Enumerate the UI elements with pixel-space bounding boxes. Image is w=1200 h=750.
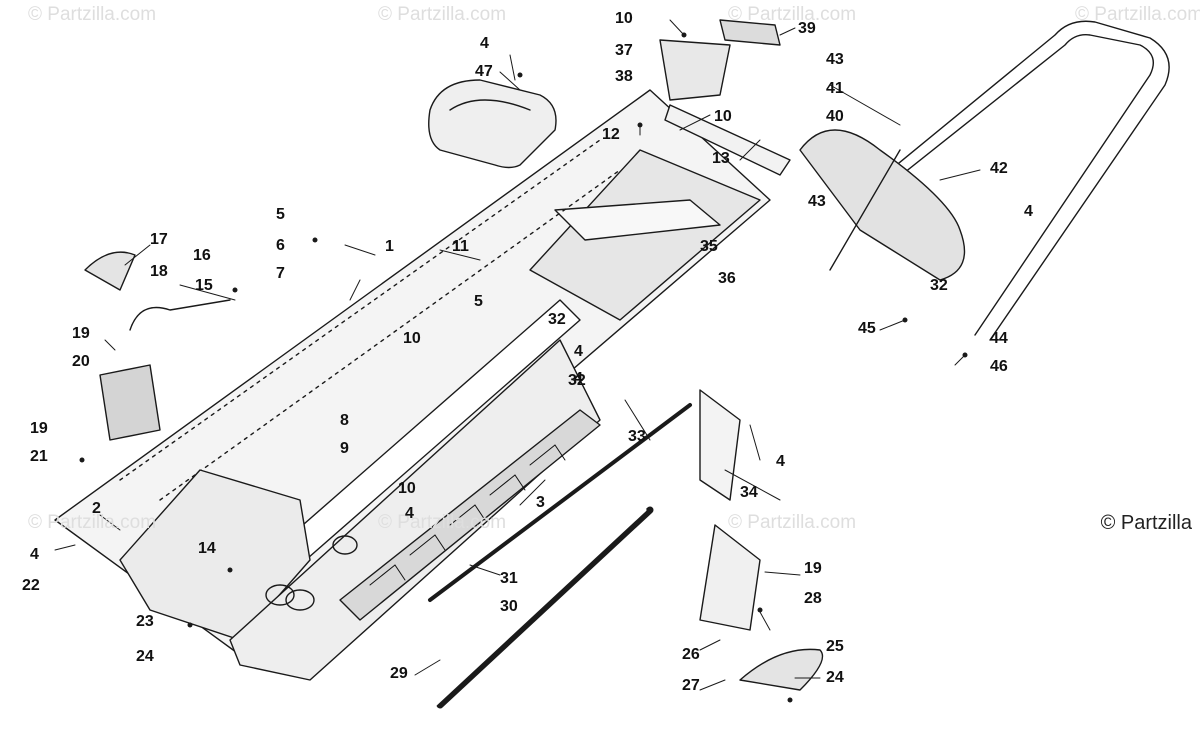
rear-bracket — [659, 19, 791, 176]
callout-4: 4 — [574, 343, 583, 360]
callout-6: 6 — [276, 237, 285, 254]
callout-17: 17 — [150, 231, 168, 248]
callout-30: 30 — [500, 598, 518, 615]
footrest — [699, 389, 824, 691]
callout-42: 42 — [990, 160, 1008, 177]
callout-10: 10 — [615, 10, 633, 27]
long-shafts — [428, 403, 692, 709]
hardware-dots — [79, 32, 968, 703]
callout-40: 40 — [826, 108, 844, 125]
callout-32: 32 — [568, 372, 586, 389]
callout-13: 13 — [712, 150, 730, 167]
callout-3: 3 — [536, 494, 545, 511]
callout-34: 34 — [740, 484, 758, 501]
callout-29: 29 — [390, 665, 408, 682]
callout-8: 8 — [340, 412, 349, 429]
watermark-text: © Partzilla.com — [728, 4, 857, 25]
callout-15: 15 — [195, 277, 213, 294]
watermark-text: © Partzilla.com — [1075, 4, 1200, 25]
callout-31: 31 — [500, 570, 518, 587]
callout-39: 39 — [798, 20, 816, 37]
callout-24: 24 — [136, 648, 154, 665]
rail-grille — [339, 409, 601, 621]
callout-24: 24 — [826, 669, 844, 686]
callout-7: 7 — [276, 265, 285, 282]
leader-lines — [54, 19, 981, 691]
watermark-text: © Partzilla.com — [378, 512, 507, 533]
callout-33: 33 — [628, 428, 646, 445]
callout-10: 10 — [714, 108, 732, 125]
watermark-text: © Partzilla.com — [378, 4, 507, 25]
callout-4: 4 — [574, 370, 583, 387]
callout-19: 19 — [30, 420, 48, 437]
callout-27: 27 — [682, 677, 700, 694]
callout-12: 12 — [602, 126, 620, 143]
callout-41: 41 — [826, 80, 844, 97]
callout-11: 11 — [452, 238, 469, 255]
watermark-text: © Partzilla.com — [728, 512, 857, 533]
seat — [428, 79, 557, 169]
rear-bumper — [859, 20, 1170, 341]
callout-22: 22 — [22, 577, 40, 594]
callout-20: 20 — [72, 353, 90, 370]
callout-4: 4 — [30, 546, 39, 563]
callout-43: 43 — [826, 51, 844, 68]
callout-21: 21 — [30, 448, 48, 465]
callout-25: 25 — [826, 638, 844, 655]
callout-46: 46 — [990, 358, 1008, 375]
left-side-panel — [119, 339, 601, 681]
callout-35: 35 — [700, 238, 718, 255]
callout-16: 16 — [193, 247, 211, 264]
callout-9: 9 — [340, 440, 349, 457]
callout-37: 37 — [615, 42, 633, 59]
callout-28: 28 — [804, 590, 822, 607]
callout-26: 26 — [682, 646, 700, 663]
callout-4: 4 — [480, 35, 489, 52]
callout-36: 36 — [718, 270, 736, 287]
watermark-text: © Partzilla.com — [28, 512, 157, 533]
callout-1: 1 — [385, 238, 394, 255]
rear-flap — [799, 129, 966, 281]
callout-18: 18 — [150, 263, 168, 280]
callout-38: 38 — [615, 68, 633, 85]
callout-14: 14 — [198, 540, 216, 557]
watermark-text: © Partzilla.com — [28, 4, 157, 25]
callout-5: 5 — [276, 206, 285, 223]
callout-45: 45 — [858, 320, 876, 337]
front-bumper-parts — [84, 251, 231, 441]
callout-4: 4 — [1024, 203, 1033, 220]
callout-23: 23 — [136, 613, 154, 630]
callout-19: 19 — [804, 560, 822, 577]
callout-2: 2 — [92, 500, 101, 517]
callout-4: 4 — [405, 505, 414, 522]
callout-19: 19 — [72, 325, 90, 342]
callout-5: 5 — [474, 293, 483, 310]
callout-44: 44 — [990, 330, 1008, 347]
callout-10: 10 — [398, 480, 416, 497]
callout-43: 43 — [808, 193, 826, 210]
callout-47: 47 — [475, 63, 493, 80]
brand-credit: © Partzilla — [1100, 512, 1192, 534]
callout-32: 32 — [930, 277, 948, 294]
callout-4: 4 — [776, 453, 785, 470]
callout-32: 32 — [548, 311, 566, 328]
callout-10: 10 — [403, 330, 421, 347]
